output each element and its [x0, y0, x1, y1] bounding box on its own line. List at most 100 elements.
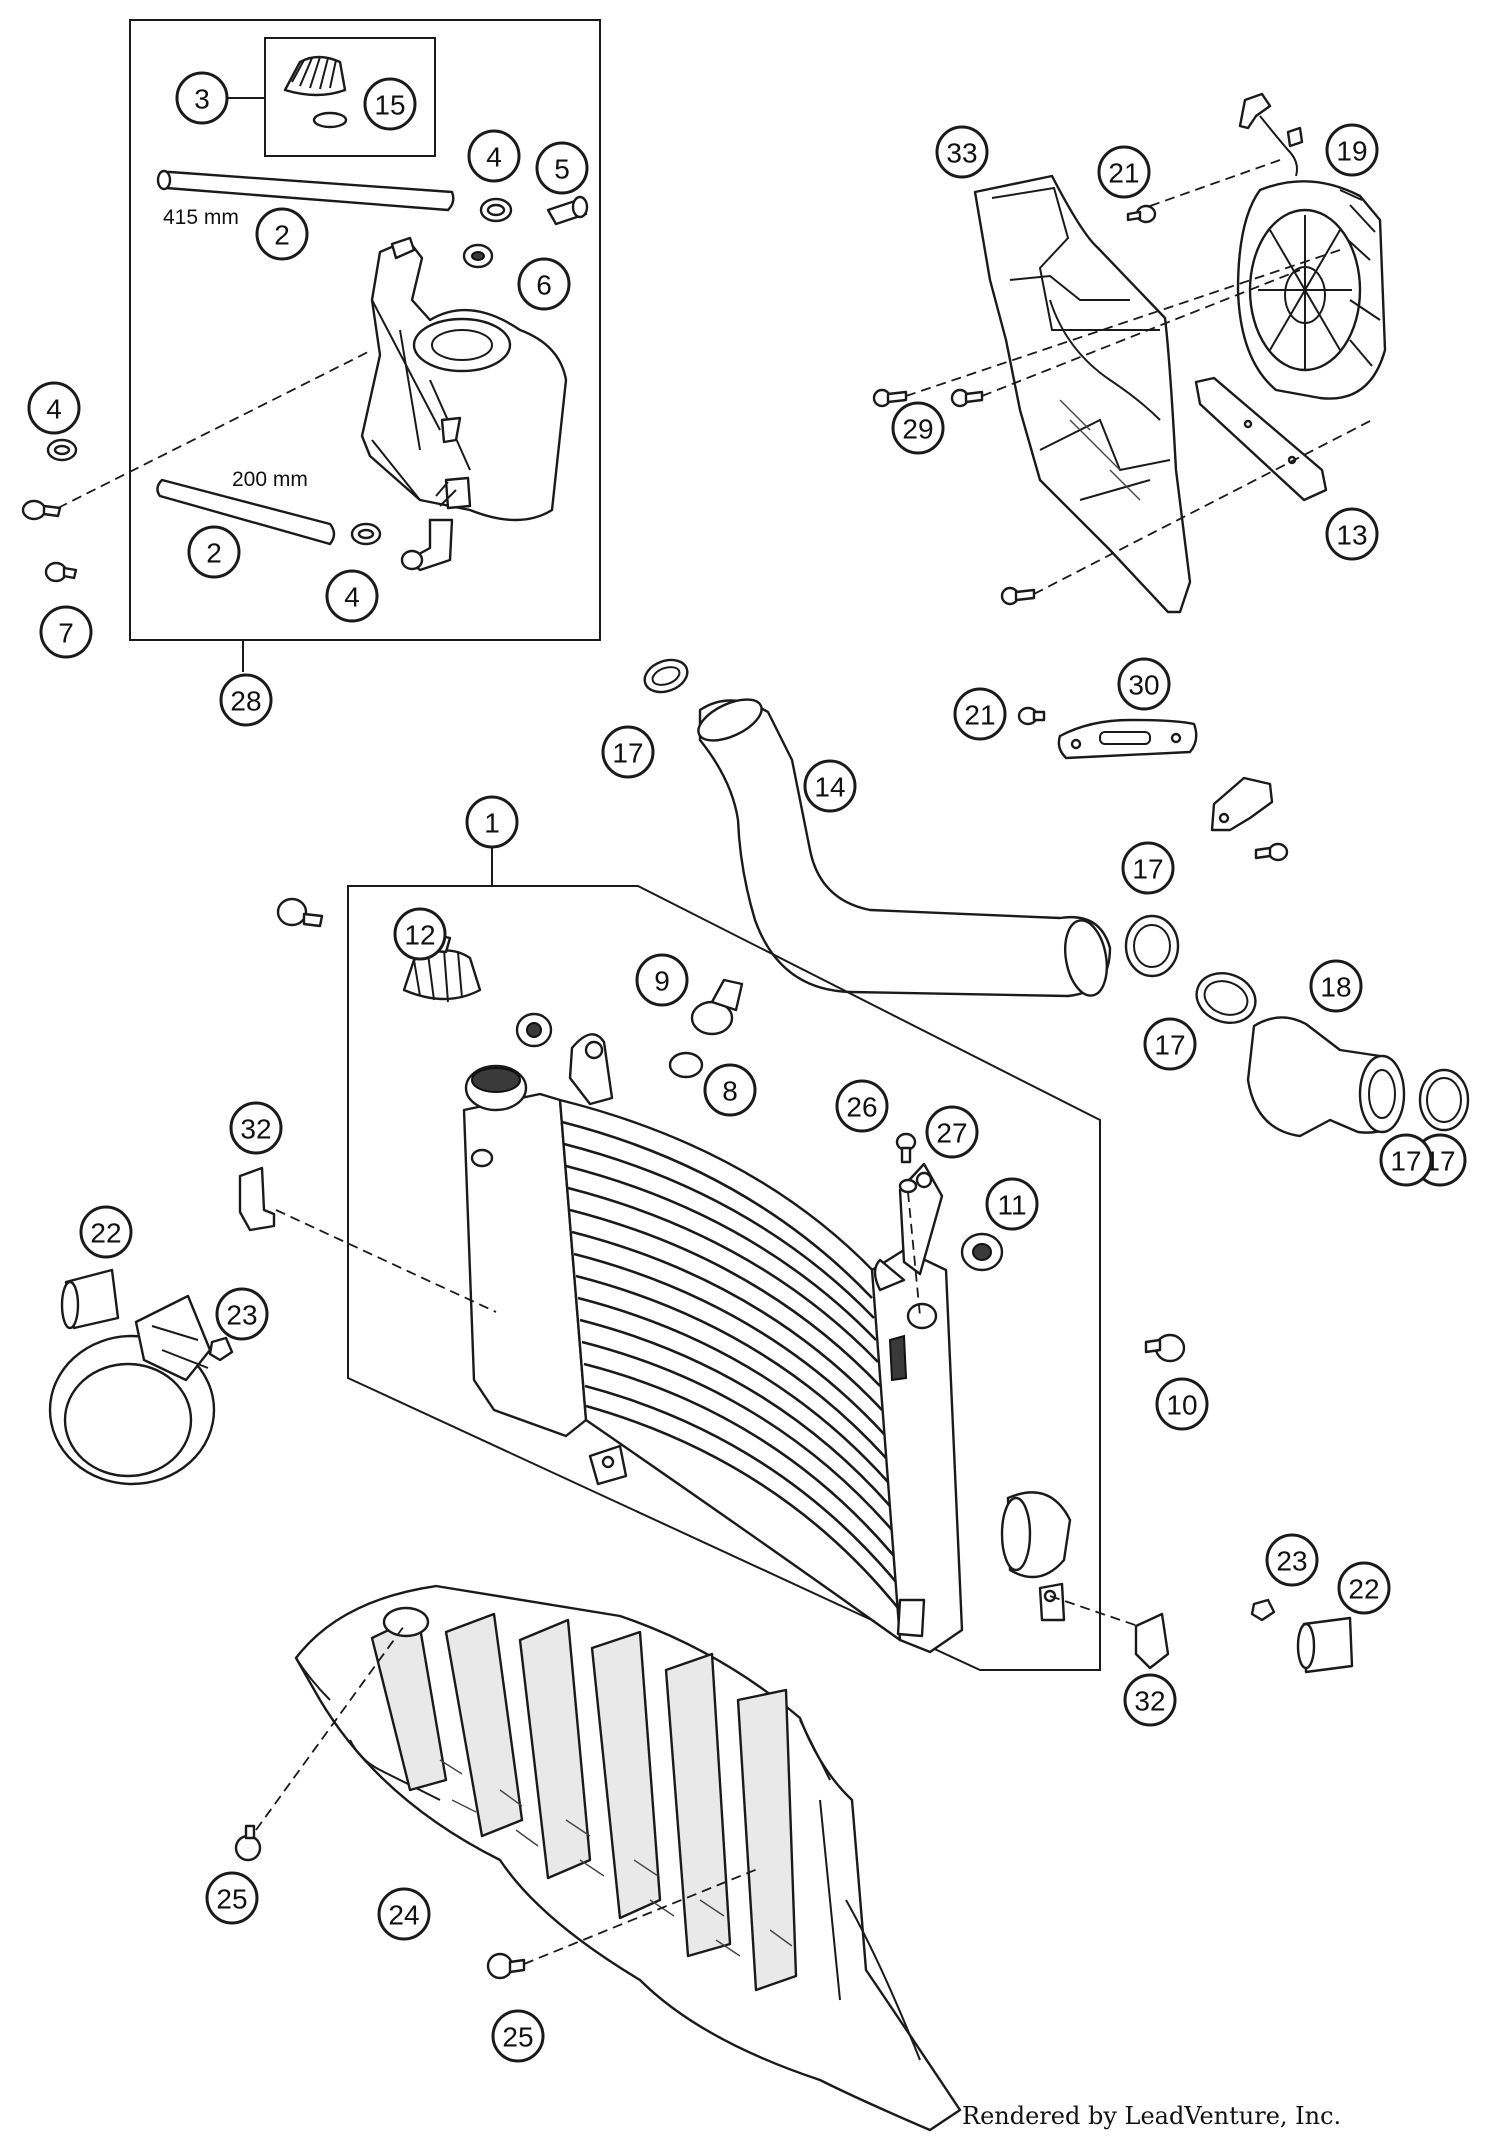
callout-8: 8 — [703, 1063, 757, 1117]
callout-4: 4 — [467, 129, 521, 183]
callout-label: 24 — [388, 1900, 419, 1931]
callout-25: 25 — [491, 2009, 545, 2063]
elbow-fitting-icon — [400, 518, 454, 572]
footer-credit: Rendered by LeadVenture, Inc. — [962, 2102, 1341, 2130]
callout-3: 3 — [175, 71, 229, 125]
rubber-damper-22-icon — [60, 1268, 120, 1330]
callout-label: 1 — [484, 808, 500, 839]
clamp-17-top-icon — [643, 658, 689, 694]
callout-label: 26 — [846, 1092, 877, 1123]
bolt-25a-icon — [234, 1824, 262, 1862]
callout-17: 17 — [1143, 1017, 1197, 1071]
screw-icon — [21, 499, 62, 521]
cooling-fan-icon — [1236, 180, 1387, 400]
hose-connector-icon — [546, 195, 589, 226]
callout-22: 22 — [1337, 1561, 1391, 1615]
radiator-core-icon — [462, 1033, 1072, 1654]
rubber-damper-22b-icon — [1296, 1616, 1354, 1674]
callout-label: 32 — [1134, 1686, 1165, 1717]
callout-label: 17 — [1132, 854, 1163, 885]
callout-label: 25 — [216, 1884, 247, 1915]
bolt-top-left-icon — [276, 897, 324, 928]
clamp-17-right-icon — [1195, 972, 1257, 1024]
callout-label: 4 — [46, 394, 62, 425]
callout-label: 27 — [936, 1118, 967, 1149]
callout-label: 12 — [404, 920, 435, 951]
kit-28-frame — [129, 19, 601, 641]
callout-label: 22 — [90, 1218, 121, 1249]
callout-label: 2 — [274, 220, 290, 251]
bolt-10-icon — [1144, 1333, 1186, 1363]
callout-label: 10 — [1166, 1390, 1197, 1421]
small-bracket-icon — [1210, 776, 1274, 832]
hose-long-length-label: 415 mm — [163, 206, 239, 229]
washer-27-icon — [898, 1178, 918, 1194]
callout-4: 4 — [27, 381, 81, 435]
callout-2: 2 — [255, 207, 309, 261]
callout-label: 21 — [964, 700, 995, 731]
horn-icon — [48, 1294, 216, 1486]
callout-label: 11 — [997, 1190, 1026, 1221]
callout-13: 13 — [1325, 507, 1379, 561]
callout-32: 32 — [229, 1101, 283, 1155]
callout-label: 8 — [722, 1076, 738, 1107]
callout-17: 17 — [601, 725, 655, 779]
callout-5: 5 — [535, 141, 589, 195]
hose-clamp-side-icon — [46, 438, 78, 462]
callout-label: 29 — [902, 414, 933, 445]
bolt-25b-icon — [486, 1952, 526, 1980]
callout-28: 28 — [219, 673, 273, 727]
clip-32-right-icon — [1134, 1612, 1170, 1670]
callout-label: 4 — [344, 582, 360, 613]
radiator-kit-group — [276, 845, 1101, 1671]
nut-23-icon — [208, 1336, 234, 1362]
callout-label: 6 — [536, 270, 552, 301]
callout-22: 22 — [79, 1205, 133, 1259]
tank-cap-icon — [283, 55, 347, 97]
clamp-17-mid-icon — [1124, 914, 1180, 978]
callout-label: 19 — [1336, 136, 1367, 167]
grommet-11-icon — [960, 1232, 1004, 1272]
fan-shroud-icon — [973, 174, 1192, 614]
radiator-hose-group — [643, 658, 1470, 1138]
callout-label: 33 — [946, 138, 977, 169]
callout-label: 17 — [612, 738, 643, 769]
right-mount-group — [1049, 1333, 1354, 1674]
callout-label: 3 — [194, 84, 210, 115]
callout-19: 19 — [1325, 123, 1379, 177]
callout-2: 2 — [187, 525, 241, 579]
callout-21: 21 — [953, 687, 1007, 741]
callout-label: 18 — [1320, 972, 1351, 1003]
callout-21: 21 — [1097, 145, 1151, 199]
callout-label: 15 — [374, 90, 405, 121]
callout-label: 2 — [206, 538, 222, 569]
expansion-tank-icon — [360, 236, 568, 522]
callout-label: 9 — [654, 966, 670, 997]
fan-assembly-group — [872, 92, 1387, 614]
callout-12: 12 — [393, 907, 447, 961]
hose-short-icon — [156, 478, 336, 546]
screw-7-icon — [44, 561, 78, 583]
callout-27: 27 — [925, 1105, 979, 1159]
callout-1: 1 — [465, 795, 519, 849]
callout-label: 23 — [226, 1300, 257, 1331]
bolt-21b-icon — [1017, 706, 1046, 726]
expansion-tank-kit-group: 415 mm 200 mm — [21, 19, 601, 672]
callout-15: 15 — [363, 77, 417, 131]
callout-17: 17 — [1121, 841, 1175, 895]
callout-label: 28 — [230, 686, 261, 717]
callout-26: 26 — [835, 1079, 889, 1133]
callout-32: 32 — [1123, 1673, 1177, 1727]
callout-label: 4 — [486, 142, 502, 173]
elbow-hose-18-icon — [1246, 1016, 1406, 1138]
callout-29: 29 — [891, 401, 945, 455]
hose-clamp-lower-icon — [350, 522, 382, 546]
temp-sensor-9-icon — [690, 978, 744, 1036]
callout-label: 5 — [554, 154, 570, 185]
kit-1-frame — [347, 885, 1101, 1671]
callout-label: 32 — [240, 1114, 271, 1145]
callout-10: 10 — [1155, 1377, 1209, 1431]
callout-layer: 1223444567891011121314151717171717181921… — [27, 71, 1467, 2063]
callout-label: 23 — [1276, 1546, 1307, 1577]
callout-33: 33 — [935, 125, 989, 179]
